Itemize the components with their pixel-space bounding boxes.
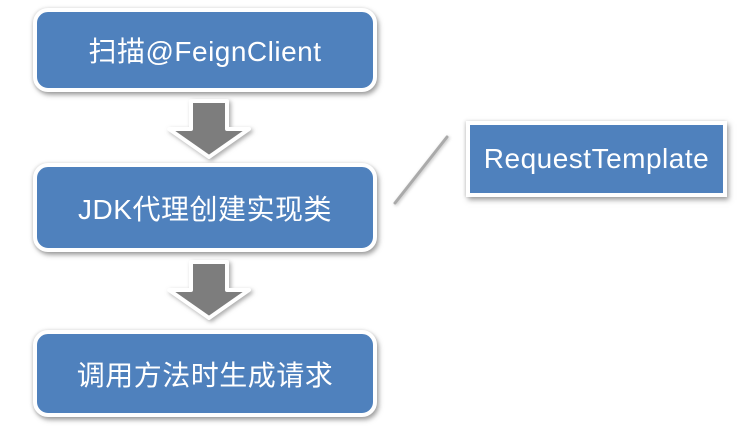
flow-node-label: 扫描@FeignClient (88, 36, 322, 67)
flow-node-label: 调用方法时生成请求 (76, 359, 334, 391)
down-block-arrow-icon (167, 99, 251, 159)
flow-node-request-template: RequestTemplate (466, 121, 727, 197)
flow-node-label: RequestTemplate (483, 143, 710, 174)
connector-line (393, 135, 449, 205)
flow-node-jdk-proxy: JDK代理创建实现类 (33, 163, 377, 252)
flow-node-label: JDK代理创建实现类 (78, 193, 332, 225)
flow-node-scan-feignclient: 扫描@FeignClient (33, 8, 377, 92)
flow-node-invoke-generate-request: 调用方法时生成请求 (33, 330, 377, 417)
down-block-arrow-icon (167, 260, 251, 320)
